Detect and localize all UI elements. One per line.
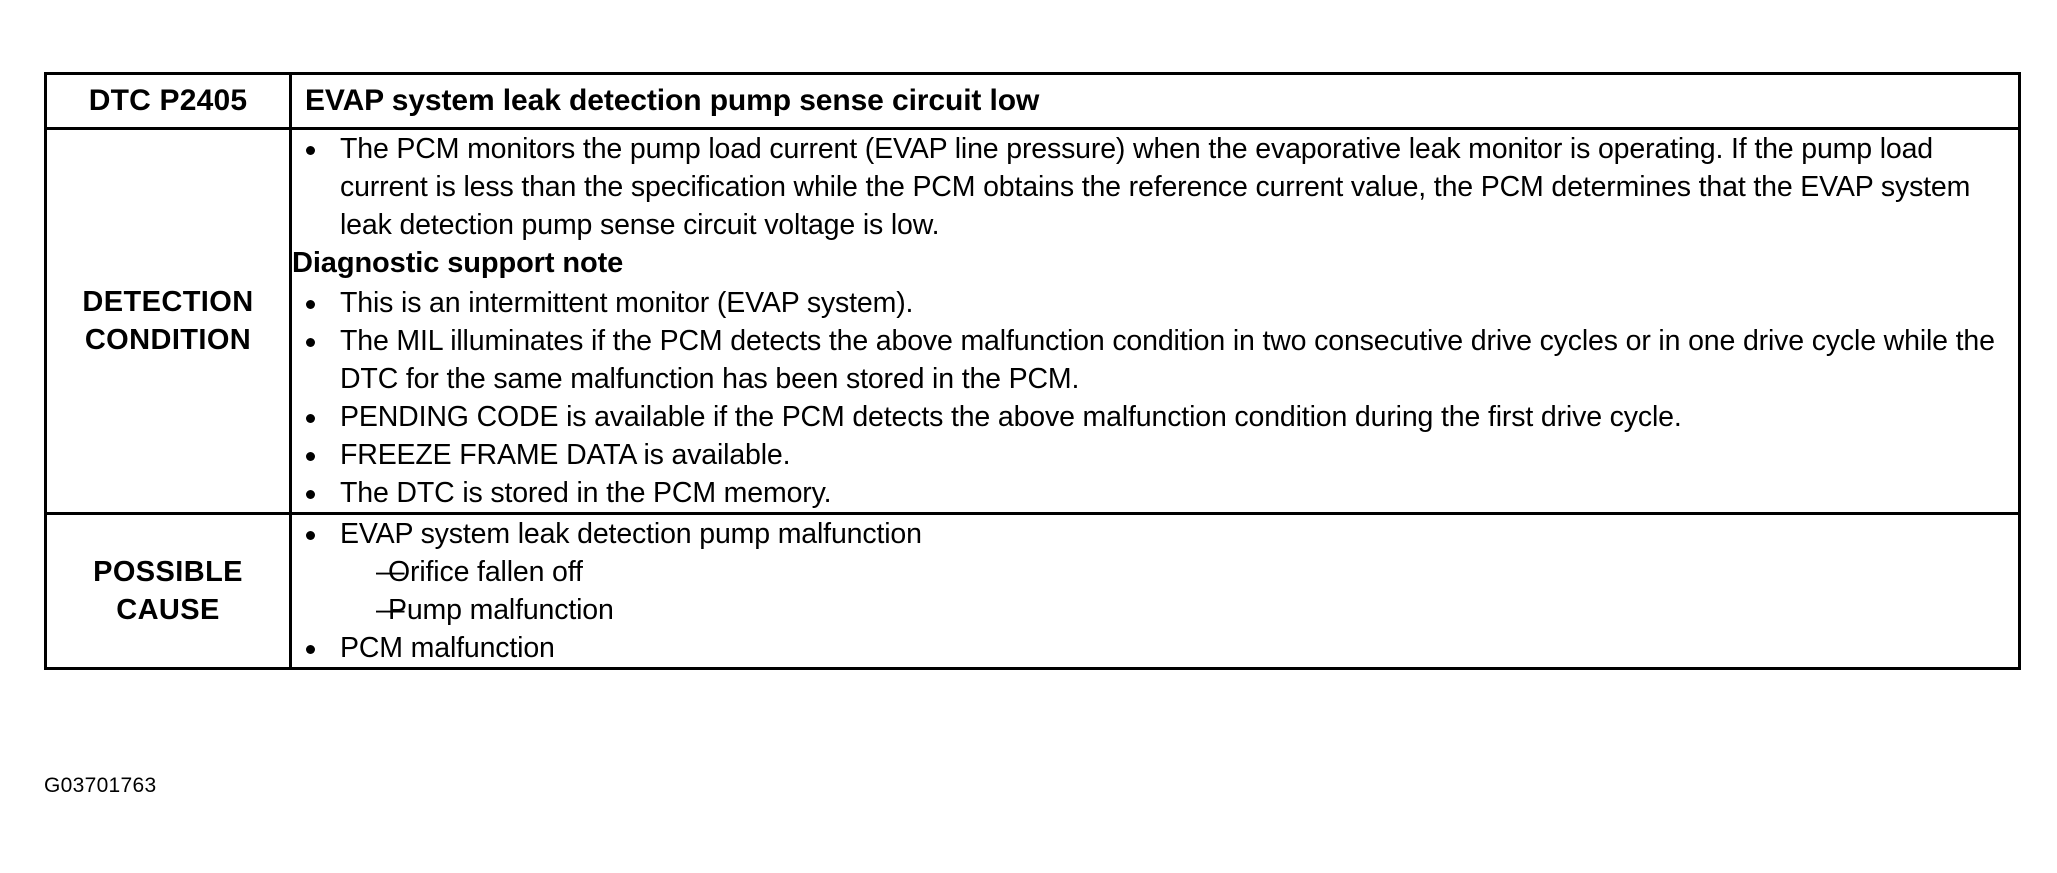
list-item: The DTC is stored in the PCM memory. bbox=[292, 474, 2018, 512]
sub-list-item: — Pump malfunction bbox=[340, 591, 2018, 629]
diagnostic-support-note-list: This is an intermittent monitor (EVAP sy… bbox=[292, 284, 2018, 512]
bullet-dot-icon bbox=[306, 645, 315, 655]
bullet-dot-icon bbox=[306, 299, 315, 309]
possible-cause-list: EVAP system leak detection pump malfunct… bbox=[292, 515, 2018, 667]
detection-condition-label-line2: CONDITION bbox=[84, 324, 252, 357]
detection-condition-label-cell: DETECTION CONDITION bbox=[44, 126, 292, 516]
diagnostic-support-note-heading: Diagnostic support note bbox=[292, 247, 624, 280]
possible-cause-label-line1: POSSIBLE bbox=[93, 555, 243, 588]
dtc-title-cell: EVAP system leak detection pump sense ci… bbox=[289, 72, 2021, 130]
list-item: The PCM monitors the pump load current (… bbox=[292, 130, 2018, 244]
sub-list-item: — Orifice fallen off bbox=[340, 553, 2018, 591]
detection-condition-content-cell: The PCM monitors the pump load current (… bbox=[289, 126, 2021, 516]
dtc-code-label: DTC P2405 bbox=[88, 84, 248, 118]
list-item: EVAP system leak detection pump malfunct… bbox=[292, 515, 2018, 629]
list-item-text: PENDING CODE is available if the PCM det… bbox=[340, 400, 1682, 433]
possible-cause-label-line2: CAUSE bbox=[116, 594, 220, 627]
detection-intro-bullet-list: The PCM monitors the pump load current (… bbox=[292, 130, 2018, 244]
list-item: This is an intermittent monitor (EVAP sy… bbox=[292, 284, 2018, 322]
list-item-text: The DTC is stored in the PCM memory. bbox=[340, 477, 832, 510]
bullet-dot-icon bbox=[306, 452, 315, 462]
list-item: FREEZE FRAME DATA is available. bbox=[292, 436, 2018, 474]
bullet-dot-icon bbox=[306, 531, 315, 541]
table-row-possible-cause: POSSIBLE CAUSE EVAP system leak detectio… bbox=[44, 512, 2021, 671]
list-item-text: This is an intermittent monitor (EVAP sy… bbox=[340, 286, 914, 319]
possible-cause-label: POSSIBLE CAUSE bbox=[47, 553, 289, 630]
scan-reference-code: G03701763 bbox=[44, 774, 157, 797]
list-item: The MIL illuminates if the PCM detects t… bbox=[292, 322, 2018, 398]
bullet-dot-icon bbox=[306, 146, 315, 156]
bullet-dot-icon bbox=[306, 490, 315, 500]
list-item-text: EVAP system leak detection pump malfunct… bbox=[340, 518, 922, 551]
list-item: PENDING CODE is available if the PCM det… bbox=[292, 398, 2018, 436]
dtc-title-text: EVAP system leak detection pump sense ci… bbox=[305, 84, 1040, 118]
sub-list-item-text: Orifice fallen off bbox=[388, 556, 583, 589]
dtc-code-cell: DTC P2405 bbox=[44, 72, 292, 130]
table-row-header: DTC P2405 EVAP system leak detection pum… bbox=[44, 72, 2021, 130]
bullet-dot-icon bbox=[306, 414, 315, 424]
dtc-table: DTC P2405 EVAP system leak detection pum… bbox=[44, 72, 2021, 671]
sub-list-item-text: Pump malfunction bbox=[388, 594, 614, 627]
detection-condition-label: DETECTION CONDITION bbox=[47, 283, 289, 360]
list-item: PCM malfunction bbox=[292, 629, 2018, 667]
list-item-text: The PCM monitors the pump load current (… bbox=[340, 133, 1971, 242]
em-dash-icon: — bbox=[376, 594, 405, 627]
list-item-text: The MIL illuminates if the PCM detects t… bbox=[340, 324, 1995, 395]
possible-cause-label-cell: POSSIBLE CAUSE bbox=[44, 512, 292, 671]
list-item-text: FREEZE FRAME DATA is available. bbox=[340, 439, 791, 472]
bullet-dot-icon bbox=[306, 337, 315, 347]
detection-condition-label-line1: DETECTION bbox=[82, 285, 254, 318]
table-row-detection-condition: DETECTION CONDITION The PCM monitors the… bbox=[44, 126, 2021, 516]
em-dash-icon: — bbox=[376, 556, 405, 589]
list-item-text: PCM malfunction bbox=[340, 632, 555, 665]
possible-cause-content-cell: EVAP system leak detection pump malfunct… bbox=[289, 512, 2021, 671]
